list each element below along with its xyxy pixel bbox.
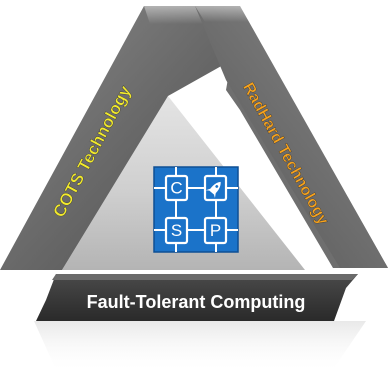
logo-letter-c: C [170, 178, 182, 197]
logo-letter-p: P [210, 221, 221, 240]
csp-logo: C S P [153, 166, 239, 253]
logo-cell-p [203, 216, 228, 245]
left-side-panel [0, 6, 232, 270]
logo-circuit-lines [154, 167, 238, 252]
fault-tolerant-computing-label: Fault-Tolerant Computing [87, 292, 306, 312]
logo-cell-c [164, 174, 189, 202]
logo-cell-s [164, 216, 189, 245]
rocket-icon [205, 181, 221, 198]
bottom-panel [36, 274, 358, 321]
logo-letter-s: S [171, 221, 182, 240]
right-side-panel [195, 6, 388, 268]
bottom-panel-edge [52, 274, 358, 280]
base-reflection [34, 321, 366, 374]
right-side-highlight [195, 6, 250, 22]
left-side-highlight [144, 6, 208, 24]
